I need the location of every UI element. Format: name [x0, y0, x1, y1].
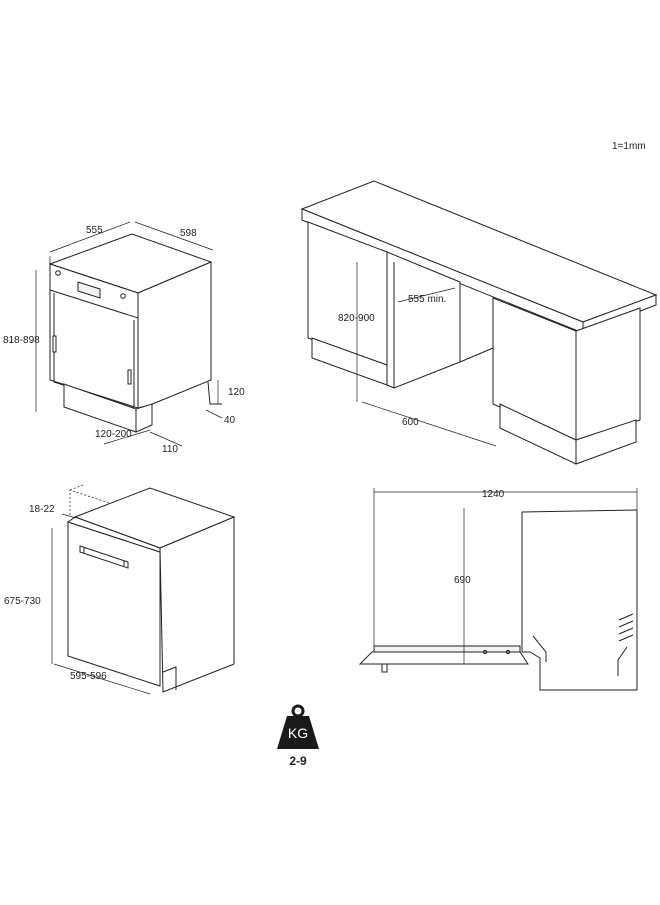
knob-right [120, 293, 126, 299]
dim-line-598 [134, 221, 214, 251]
appliance-body-side [521, 509, 638, 691]
base-notch [162, 666, 177, 690]
door-screw-2 [505, 649, 511, 655]
niche-back [386, 251, 461, 389]
niche-floor [459, 347, 494, 363]
dim-600: 600 [402, 417, 419, 428]
decor-panel-edge [69, 484, 84, 491]
dim-690: 690 [454, 575, 471, 586]
view-4-open-door: 1240 690 [358, 488, 638, 691]
dim-555: 555 [86, 225, 103, 236]
door-top-edge [66, 516, 161, 553]
vent-slots [618, 613, 634, 642]
door-handle-bar [79, 545, 129, 569]
right-cabinet-side [575, 307, 641, 441]
dim-675-730: 675-730 [4, 596, 41, 607]
weight-ring [291, 704, 305, 718]
weight-unit: KG [288, 725, 308, 741]
dim-line-595 [53, 663, 151, 695]
dim-line-600 [361, 401, 497, 447]
weight-range: 2-9 [289, 754, 307, 768]
view-3-integrated: 18-22 675-730 595-596 [4, 484, 236, 695]
door-foot [381, 663, 388, 673]
dim-818-898: 818-898 [3, 335, 40, 346]
display-window [77, 281, 101, 299]
door-handle-left [52, 335, 57, 353]
dim-110: 110 [162, 444, 178, 455]
dim-120: 120 [228, 387, 245, 398]
dim-line-plinth-depth [103, 429, 151, 445]
scale-note: 1=1mm [612, 141, 646, 152]
dim-line-555 [49, 221, 131, 253]
weight-icon: KG 2-9 [277, 704, 319, 768]
dim-120-200: 120-200 [95, 429, 132, 440]
dim-40: 40 [224, 415, 236, 426]
dim-820-900: 820-900 [338, 313, 375, 324]
dim-line-bottom [149, 431, 183, 447]
dim-line-18-22 [61, 513, 77, 519]
base-step [207, 381, 222, 405]
weight-body [277, 716, 319, 749]
right-cabinet-plinth-side [575, 419, 637, 465]
door-liner [373, 645, 521, 653]
hinge-arm-left [532, 635, 547, 662]
dim-1240: 1240 [482, 489, 505, 500]
open-door [358, 651, 529, 665]
hinge-arm-right [617, 646, 628, 676]
dim-555-min: 555 min. [408, 294, 446, 305]
dim-595-596: 595-596 [70, 671, 107, 682]
appliance-side-3 [159, 516, 235, 693]
door-screw-1 [482, 649, 488, 655]
view-1-dishwasher: 555 598 818-898 120-200 110 120 40 [3, 221, 245, 455]
plinth-side [135, 403, 153, 433]
dim-line-40 [205, 409, 223, 419]
door-handle-right [127, 369, 132, 385]
knob-left [55, 270, 61, 276]
view-2-counter-niche: 820-900 555 min. 600 [300, 180, 658, 465]
dim-18-22: 18-22 [29, 504, 55, 515]
dim-598: 598 [180, 228, 197, 239]
dim-line-555min [397, 287, 456, 303]
